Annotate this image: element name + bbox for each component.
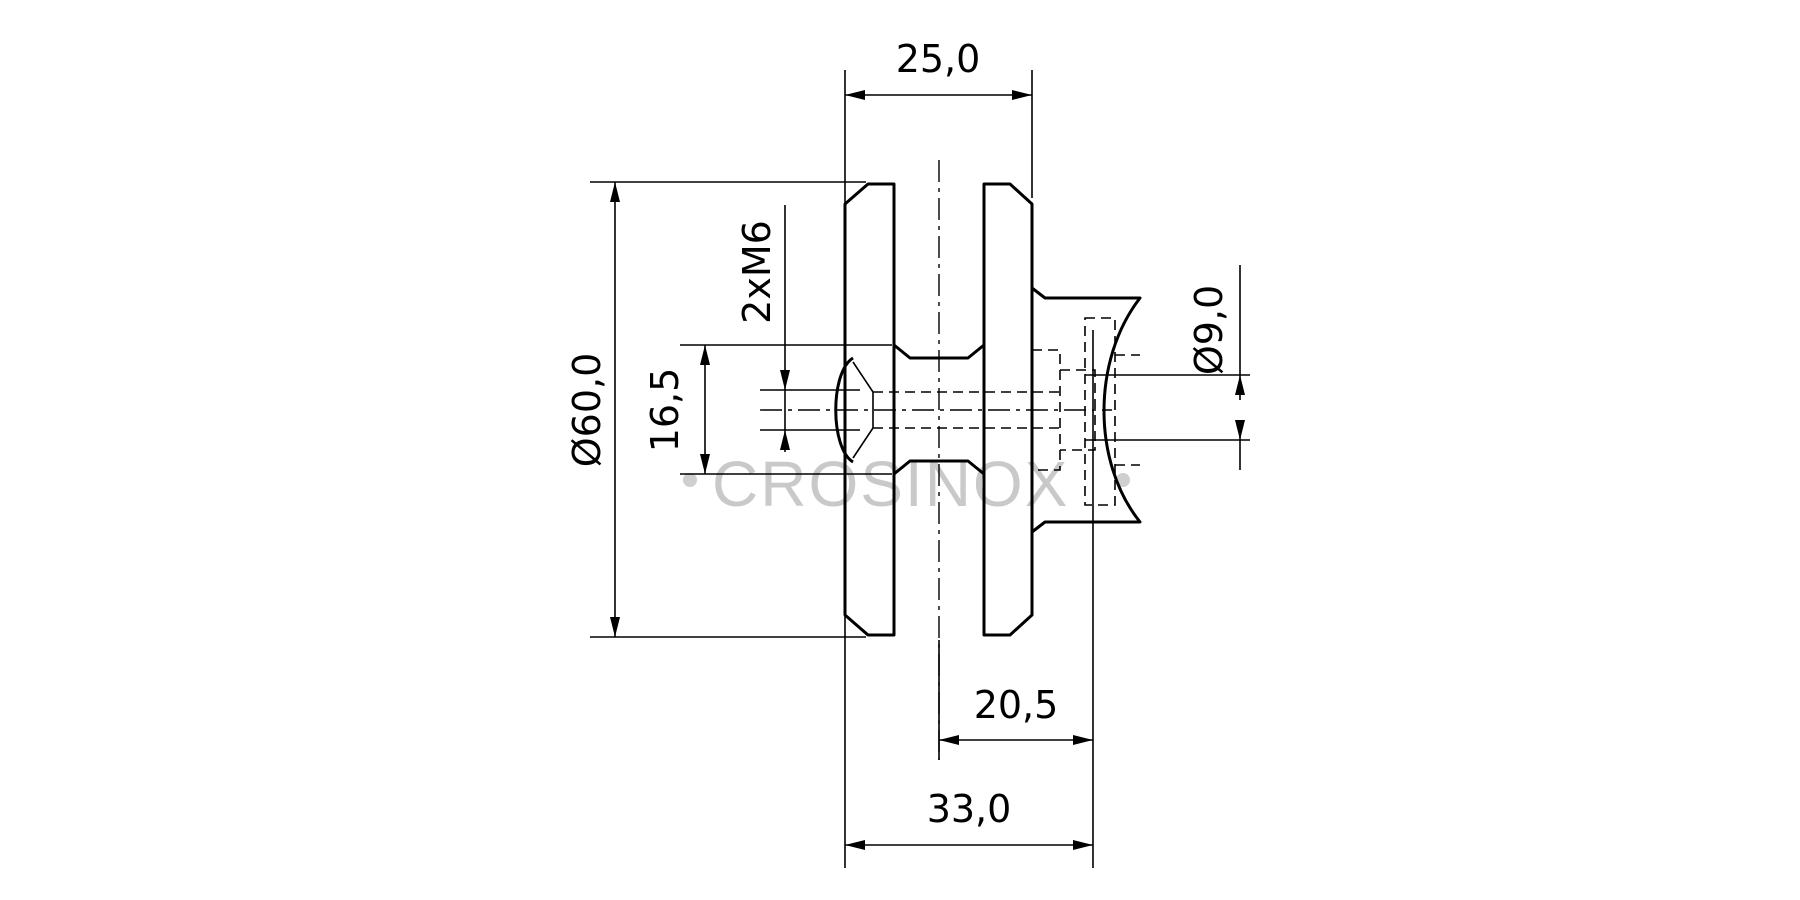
dim-m6-label: 2xM6	[735, 220, 779, 324]
right-disc	[982, 182, 1034, 637]
dimension-60: Ø60,0	[565, 182, 620, 637]
screw-head	[834, 356, 874, 464]
watermark: CROSINOX	[683, 448, 1130, 520]
dimension-m6: 2xM6	[735, 205, 790, 452]
dimension-16-5: 16,5	[643, 345, 710, 474]
dimension-9: Ø9,0	[1187, 285, 1245, 470]
dim-60-label: Ø60,0	[565, 353, 609, 468]
dim-25-label: 25,0	[896, 37, 981, 81]
dimension-20-5: 20,5	[939, 683, 1093, 745]
dimension-33: 33,0	[845, 787, 1093, 850]
dim-33-label: 33,0	[927, 787, 1012, 831]
watermark-text: CROSINOX	[712, 448, 1069, 520]
dim-20-5-label: 20,5	[974, 683, 1059, 727]
dim-16-5-label: 16,5	[643, 368, 687, 453]
hidden-lines	[873, 317, 1140, 506]
clamp-saddle	[1031, 286, 1142, 534]
dim-9-label: Ø9,0	[1187, 285, 1231, 375]
dimension-25: 25,0	[845, 37, 1032, 100]
